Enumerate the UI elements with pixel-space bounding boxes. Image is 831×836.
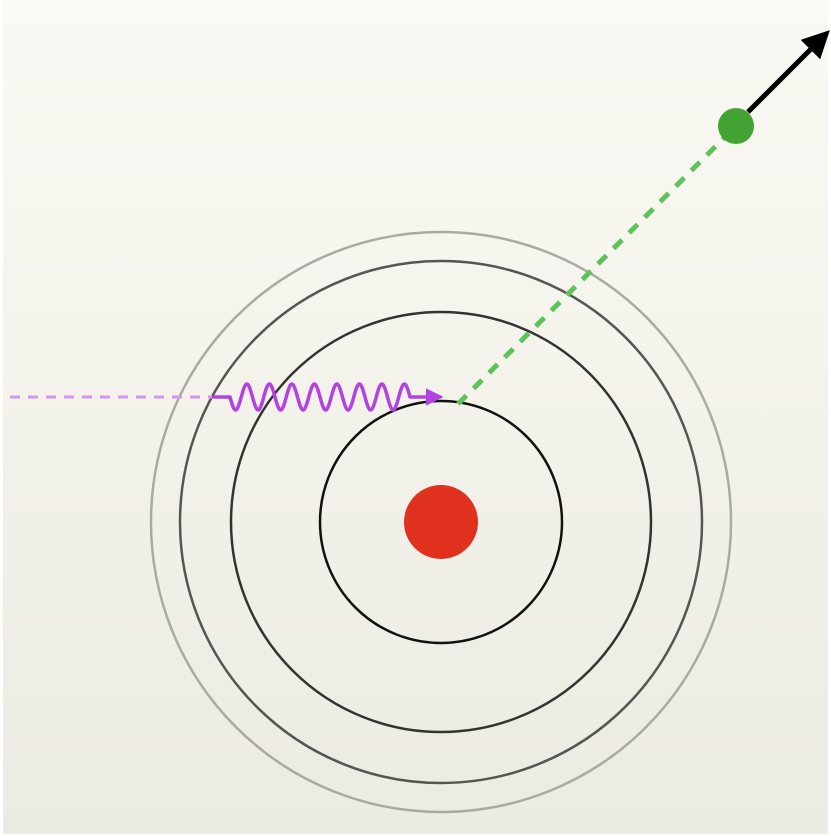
nucleus <box>404 485 478 559</box>
orbit-4 <box>149 230 733 814</box>
orbit-3 <box>178 259 704 785</box>
orbit-2 <box>229 310 653 734</box>
photon-wave <box>212 382 444 412</box>
ejected-electron <box>718 108 754 144</box>
diagram-background <box>3 0 828 834</box>
electron-velocity-arrow <box>746 30 830 114</box>
